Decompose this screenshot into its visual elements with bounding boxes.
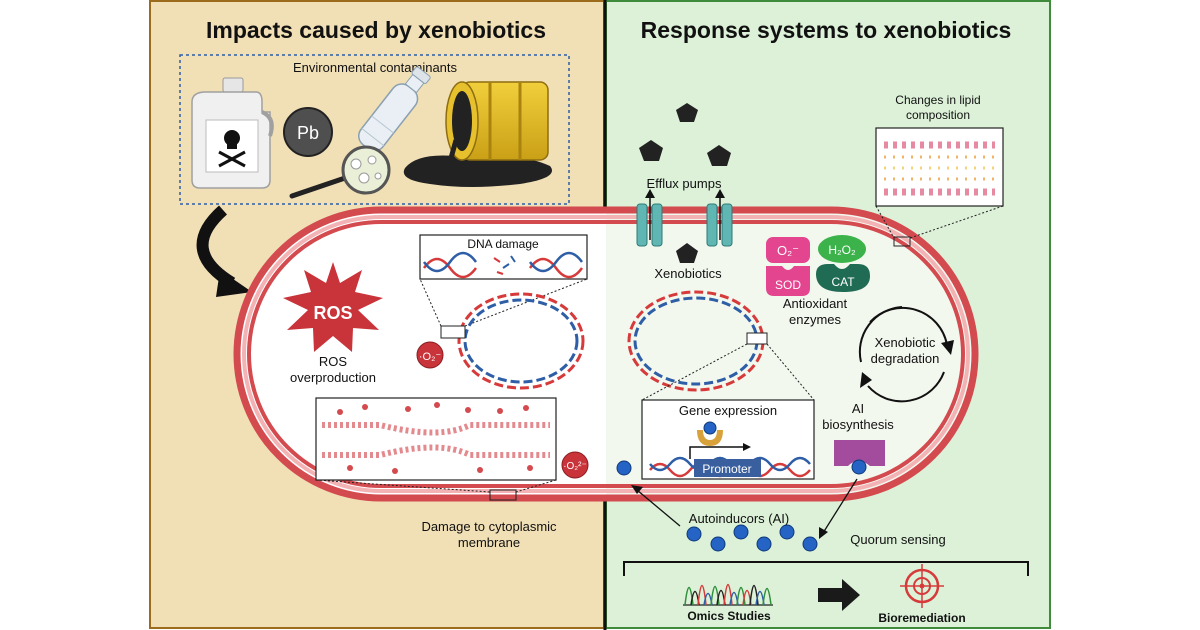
transcription-arrowhead-icon [743,443,751,451]
omics-label: Omics Studies [687,609,771,623]
plasmid-dna-icon [457,292,585,390]
ros-label-line2: overproduction [290,370,376,385]
cat-enzyme-icon: H₂O₂ CAT [816,235,870,292]
autoinducer-icon [802,536,818,552]
svg-text:·O₂⁻: ·O₂⁻ [419,351,441,363]
damaged-bilayer-icon [322,402,550,474]
zoom-line [515,479,557,493]
svg-text:O₂⁻: O₂⁻ [777,243,799,258]
contaminants-box [179,54,570,205]
autoinducer-icon [733,524,749,540]
quorum-label: Quorum sensing [850,532,945,547]
target-icon [900,564,944,608]
impact-arrow-icon [196,205,252,297]
ai-import-arrow-icon [631,485,681,527]
outcome-bracket [623,561,1029,576]
xenobiotic-molecule-icon [676,103,698,122]
ros-burst-icon [283,262,383,352]
gene-expression-label: Gene expression [679,403,777,418]
ai-export-arrow-icon [819,478,858,539]
degradation-label-line2: degradation [871,351,940,366]
oil-drum-icon [403,81,552,187]
zoom-line [909,205,1004,239]
zoom-line [315,479,491,493]
autoinducer-icon [779,524,795,540]
cat-label: CAT [831,275,855,289]
gene-zoom-marker [746,332,768,345]
membrane-damage-box [315,397,557,481]
membrane-label-line1: Damage to cytoplasmic [421,519,557,534]
chemical-jug-icon [191,77,274,189]
degradation-cycle-icon [858,306,954,403]
zoom-line [766,343,815,401]
sod-label: SOD [775,278,801,292]
transcription-arrow-icon [689,446,745,459]
chromatogram-icon [683,583,773,606]
left-panel-title: Impacts caused by xenobiotics [206,17,546,43]
dna-fragments-icon [422,251,584,279]
xenobiotic-molecule-icon [707,145,731,166]
pb-label: Pb [297,123,319,143]
ros-label-line1: ROS [319,354,348,369]
autoinducer-icon [756,536,772,552]
ai-synthase-icon [834,440,885,466]
sod-enzyme-icon: O₂⁻ SOD [766,237,810,296]
contaminants-label: Environmental contaminants [293,60,458,75]
autoinducer-icon [616,460,632,476]
efflux-label: Efflux pumps [647,176,722,191]
membrane-label-line2: membrane [458,535,520,550]
lipid-label-line2: composition [906,108,970,122]
outcome-arrow-icon [818,579,860,611]
lipid-zoom-marker [893,236,911,247]
lead-pb-icon: Pb [283,107,333,157]
svg-text:·O₂²⁻: ·O₂²⁻ [563,461,587,472]
lipid-label-line1: Changes in lipid [895,93,980,107]
degradation-label-line1: Xenobiotic [875,335,936,350]
ai-molecule-icon [851,459,867,475]
antioxidant-label-line1: Antioxidant [783,296,848,311]
svg-text:H₂O₂: H₂O₂ [828,243,856,257]
superoxide-radical-icon: ·O₂⁻ [416,341,444,369]
right-panel-title: Response systems to xenobiotics [641,17,1012,43]
ai-label-line2: biosynthesis [822,417,894,432]
xenobiotic-molecule-icon [676,243,698,263]
transcription-factor-icon [697,421,723,446]
superoxide-ion-icon: ·O₂²⁻ [561,451,589,479]
zoom-line [419,278,442,327]
dna-damage-label: DNA damage [467,237,539,251]
magnifier-microbes-icon [289,145,391,199]
zoom-line [464,278,588,327]
antioxidant-label-line2: enzymes [789,312,842,327]
efflux-pump-icon [636,189,663,247]
bioremediation-label: Bioremediation [878,611,965,625]
membrane-zoom-marker [489,489,517,501]
promoter-box [694,459,761,477]
lipid-bilayer-icon [884,141,995,196]
xenobiotic-molecule-icon [639,140,663,161]
efflux-pump-icon [706,189,733,247]
promoter-label: Promoter [702,462,751,476]
ai-label-line1: AI [852,401,864,416]
autoinducer-icon [710,536,726,552]
dna-zoom-marker [440,325,466,339]
autoinducer-icon [686,526,702,542]
ros-badge: ROS [313,303,352,323]
xenobiotics-label: Xenobiotics [654,266,722,281]
autoinducers-label: Autoinducors (AI) [689,511,789,526]
